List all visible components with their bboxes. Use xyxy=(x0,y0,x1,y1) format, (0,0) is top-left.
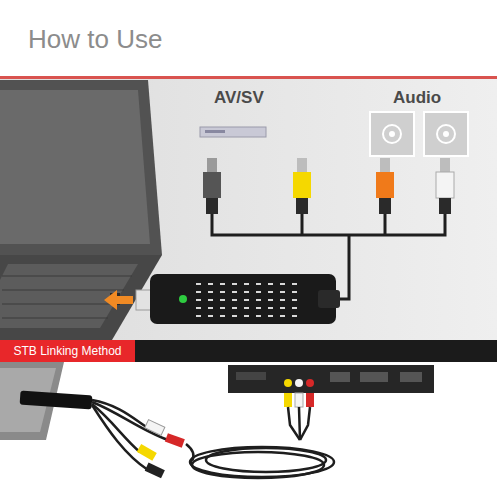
speaker xyxy=(370,112,414,156)
laptop-screen xyxy=(0,90,150,244)
cable-coil xyxy=(190,447,334,477)
laptop-keyboard xyxy=(0,264,138,328)
svideo-plug xyxy=(203,158,221,214)
rca-plug xyxy=(284,393,292,407)
section-banner: STB Linking Method xyxy=(0,340,135,362)
cable xyxy=(92,400,148,428)
wire xyxy=(301,214,304,235)
stb-port xyxy=(330,372,350,382)
cable xyxy=(300,407,310,440)
page-title: How to Use xyxy=(28,24,162,55)
speaker-center xyxy=(443,131,449,137)
plug-boot xyxy=(439,198,451,214)
plug-body xyxy=(293,172,311,198)
status-led xyxy=(179,295,187,303)
cable xyxy=(186,444,194,462)
laptop-lid xyxy=(0,80,162,255)
set-top-box xyxy=(228,365,434,393)
key-row xyxy=(2,318,108,319)
plug-body xyxy=(376,172,394,198)
disc-tray xyxy=(205,130,225,133)
rca-plug xyxy=(306,393,314,407)
key-row xyxy=(2,304,116,305)
rca-plug xyxy=(137,444,157,461)
panel-background xyxy=(0,78,497,340)
cable-boot xyxy=(318,290,340,308)
cable xyxy=(92,404,140,452)
wire xyxy=(384,214,387,235)
rca-jack xyxy=(284,379,292,387)
rca-plug xyxy=(145,420,165,436)
banner-text: STB Linking Method xyxy=(13,344,121,358)
cable xyxy=(288,407,300,440)
rca-jack xyxy=(295,379,303,387)
rca-plug xyxy=(165,433,185,448)
vent-grid xyxy=(196,281,304,319)
white-plug xyxy=(436,158,454,214)
speaker xyxy=(424,112,468,156)
key-row xyxy=(2,290,124,291)
svideo-plug xyxy=(145,463,165,479)
yellow-plug xyxy=(293,158,311,214)
key-row xyxy=(2,276,132,277)
plug-tip xyxy=(440,158,450,172)
capture-dongle xyxy=(20,391,93,410)
wire xyxy=(340,235,349,299)
dvd-player xyxy=(200,127,266,137)
cable xyxy=(299,407,300,440)
speaker-cone xyxy=(437,125,455,143)
plug-tip xyxy=(297,158,307,172)
stb-port xyxy=(360,372,388,382)
plug-tip xyxy=(380,158,390,172)
laptop-base xyxy=(0,255,162,340)
section-band xyxy=(0,340,497,362)
rca-plug xyxy=(295,393,303,407)
section-label: AV/SV xyxy=(214,88,264,108)
wire-harness xyxy=(212,214,445,299)
plug-tip xyxy=(207,158,217,172)
plug-boot xyxy=(206,198,218,214)
cable xyxy=(92,400,334,478)
capture-stick xyxy=(150,274,336,324)
section-label: Audio xyxy=(393,88,441,108)
rca-jack xyxy=(306,379,314,387)
orange-plug xyxy=(376,158,394,214)
wire xyxy=(212,214,445,235)
keyboard-keys xyxy=(2,276,132,318)
plug-boot xyxy=(379,198,391,214)
panel-rule xyxy=(0,76,497,79)
stb-port xyxy=(236,372,266,380)
insert-arrow xyxy=(104,290,133,310)
cable-coil xyxy=(206,448,326,472)
plug-body xyxy=(436,172,454,198)
speaker-center xyxy=(389,131,395,137)
cable xyxy=(92,405,148,470)
plug-boot xyxy=(296,198,308,214)
stb-port xyxy=(400,372,422,382)
plug-body xyxy=(203,172,221,198)
speaker-cone xyxy=(383,125,401,143)
